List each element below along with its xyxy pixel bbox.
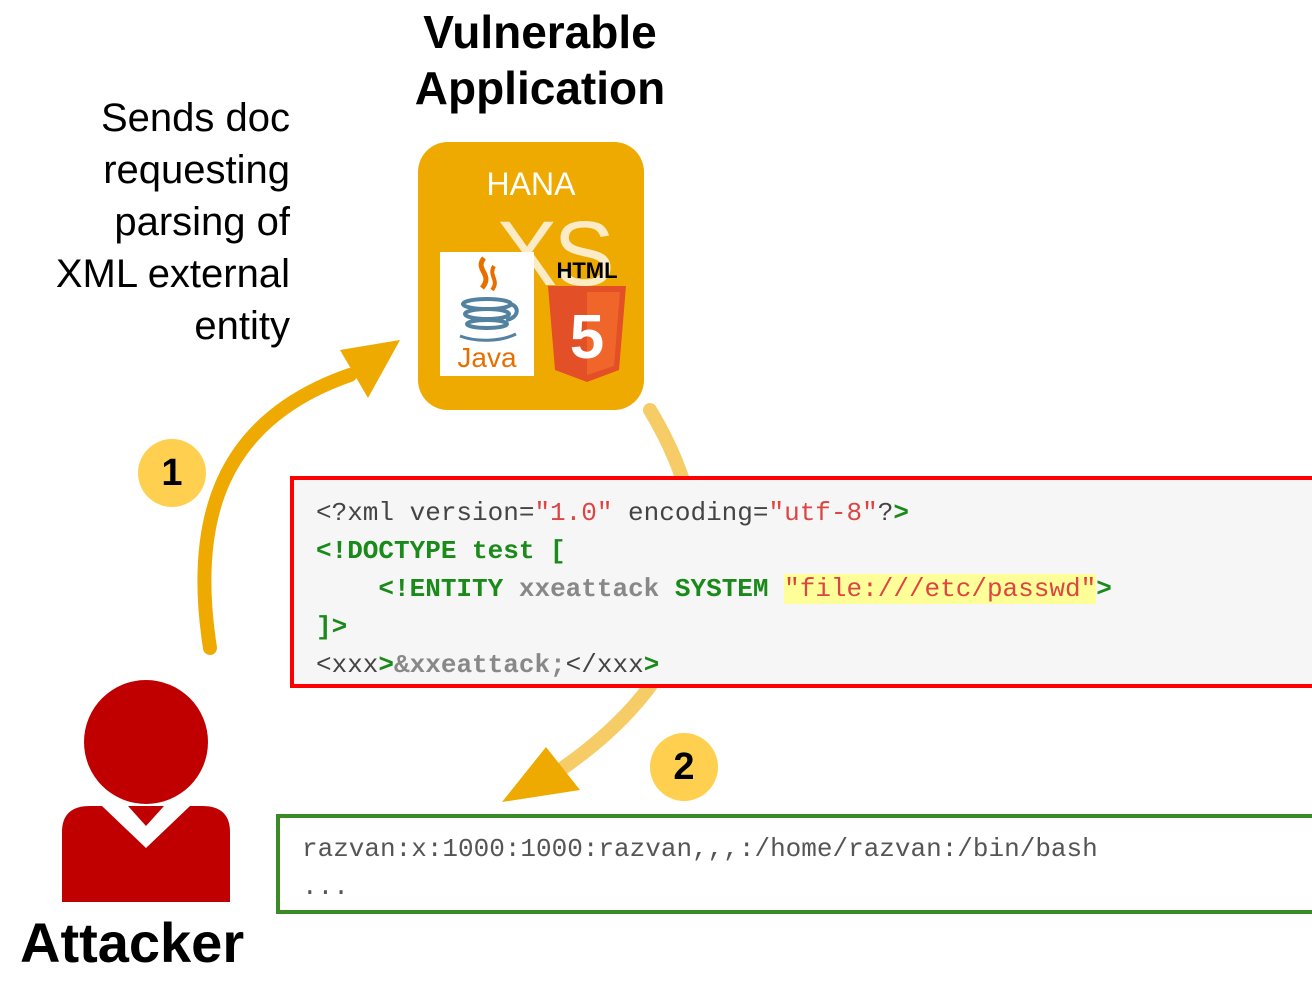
step-1-badge: 1 xyxy=(138,439,206,507)
response-line: ... xyxy=(302,872,349,902)
html5-icon: HTML 5 xyxy=(544,258,630,386)
html5-number: 5 xyxy=(570,303,604,372)
step-1-description-line: requesting xyxy=(103,148,290,192)
code-token: &xxeattack; xyxy=(394,650,566,680)
step-1-description: Sends doc requesting parsing of XML exte… xyxy=(0,92,290,352)
hana-xs-app-icon: HANA XS Java HTML 5 xyxy=(418,142,644,410)
step-2-arrowhead xyxy=(502,747,580,802)
code-token: <!ENTITY xyxy=(378,574,519,604)
response-line: razvan:x:1000:1000:razvan,,,:/home/razva… xyxy=(302,834,1098,864)
code-token: <xxx xyxy=(316,650,379,680)
title-line-1: Vulnerable xyxy=(423,6,657,58)
step-1-description-line: Sends doc xyxy=(100,96,290,140)
java-icon: Java xyxy=(440,252,534,376)
code-token-highlighted: "file:///etc/passwd" xyxy=(784,574,1097,604)
java-label: Java xyxy=(457,342,517,373)
code-token: <?xml version= xyxy=(316,498,535,528)
code-token: > xyxy=(1096,574,1112,604)
attacker-label: Attacker xyxy=(20,911,245,974)
title-line-2: Application xyxy=(414,62,666,114)
code-line: ]> xyxy=(316,612,348,642)
code-token: > xyxy=(643,650,660,680)
code-token: xxeattack xyxy=(518,574,660,604)
code-token: SYSTEM xyxy=(659,574,785,604)
passwd-response-box: razvan:x:1000:1000:razvan,,,:/home/razva… xyxy=(276,814,1312,914)
step-2-badge: 2 xyxy=(650,733,718,801)
code-token: "1.0" xyxy=(534,498,613,528)
step-1-arrow xyxy=(197,368,357,655)
code-line: <!DOCTYPE test [ xyxy=(316,536,566,566)
response-code: razvan:x:1000:1000:razvan,,,:/home/razva… xyxy=(302,830,1098,906)
step-1-description-line: parsing of xyxy=(114,200,290,244)
code-token: </xxx xyxy=(565,650,644,680)
step-1-arrowhead xyxy=(340,340,400,398)
attacker-icon xyxy=(62,680,230,902)
step-1-description-line: XML external xyxy=(55,252,290,296)
code-indent xyxy=(316,574,378,604)
html5-shield-icon: 5 xyxy=(548,286,626,382)
page-title: Vulnerable Application xyxy=(360,4,720,116)
xml-request-code: <?xml version="1.0" encoding="utf-8"?> <… xyxy=(316,494,1112,684)
html5-label: HTML xyxy=(556,258,618,283)
step-1-description-line: entity xyxy=(194,304,290,348)
java-cup-icon xyxy=(459,256,519,342)
xml-request-box: <?xml version="1.0" encoding="utf-8"?> <… xyxy=(290,476,1312,688)
code-token: "utf-8" xyxy=(768,498,878,528)
hana-label: HANA xyxy=(486,166,576,202)
code-token: > xyxy=(378,650,395,680)
code-token: ? xyxy=(877,498,894,528)
code-token: encoding= xyxy=(612,498,769,528)
code-token: > xyxy=(893,498,909,528)
